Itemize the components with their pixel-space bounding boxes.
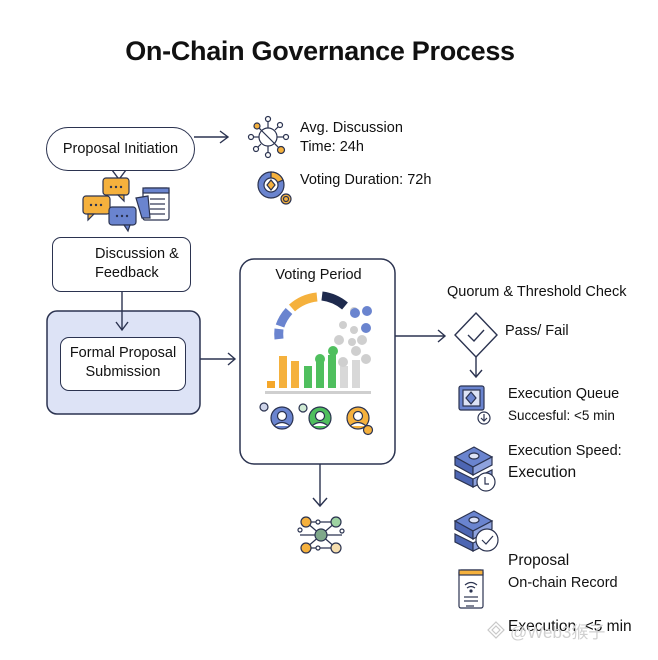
formal-line2: Submission xyxy=(61,363,185,382)
discussion-feedback-label: Discussion & Feedback xyxy=(95,245,179,283)
arrow-initiation-to-metrics xyxy=(194,131,228,143)
proposal-line1: Proposal xyxy=(508,550,632,572)
arrow-voting-to-network xyxy=(313,464,327,506)
watermark-text: @Web3猴子 xyxy=(510,618,605,643)
voting-duration-icon xyxy=(258,172,291,204)
chat-bubbles-icon xyxy=(83,178,169,231)
blockchain-network-icon xyxy=(298,517,344,553)
pass-fail-diamond-icon xyxy=(455,313,497,357)
queue-line1: Execution Queue xyxy=(508,384,619,405)
speed-line1: Execution Speed: xyxy=(508,441,622,462)
bar xyxy=(352,360,360,388)
quorum-check-label: Quorum & Threshold Check xyxy=(447,283,626,302)
baseline xyxy=(265,391,371,394)
bar xyxy=(304,366,312,388)
arrow-voting-to-quorum xyxy=(395,330,445,342)
bar xyxy=(340,366,348,388)
discussion-line1: Discussion & xyxy=(95,245,179,264)
voting-period-title: Voting Period xyxy=(240,266,397,285)
on-chain-record-label: On-chain Record xyxy=(508,574,618,593)
network-discussion-icon xyxy=(249,117,289,158)
bar xyxy=(291,361,299,388)
avg-discussion-line2: Time: 24h xyxy=(300,138,403,157)
formal-line1: Formal Proposal xyxy=(61,344,185,363)
voting-duration-metric: Voting Duration: 72h xyxy=(300,171,431,190)
execution-speed-icon xyxy=(455,447,495,491)
bar xyxy=(316,362,324,388)
speed-line2: Execution xyxy=(508,462,622,484)
arrow-formal-to-voting xyxy=(200,353,235,365)
avg-discussion-metric: Avg. Discussion Time: 24h xyxy=(300,119,403,157)
pill-tail xyxy=(112,170,126,178)
execution-speed-label: Execution Speed: Execution xyxy=(508,441,622,484)
arrow-passfail-to-queue xyxy=(470,356,482,377)
formal-proposal-node: Formal Proposal Submission xyxy=(60,337,186,391)
on-chain-record-icon xyxy=(459,570,483,608)
queue-line2: Succesful: <5 min xyxy=(508,405,619,426)
pass-fail-label: Pass/ Fail xyxy=(505,322,569,341)
avg-discussion-line1: Avg. Discussion xyxy=(300,119,403,138)
proposal-initiation-node: Proposal Initiation xyxy=(46,127,195,171)
proposal-initiation-label: Proposal Initiation xyxy=(63,141,178,157)
bar xyxy=(328,355,336,388)
discussion-line2: Feedback xyxy=(95,264,179,283)
execution-queue-label: Execution Queue Succesful: <5 min xyxy=(508,384,619,426)
proposal-execution-icon xyxy=(455,511,498,551)
bar xyxy=(279,356,287,388)
watermark-logo-icon xyxy=(488,622,504,638)
execution-queue-icon xyxy=(459,386,490,424)
bar xyxy=(267,381,275,388)
